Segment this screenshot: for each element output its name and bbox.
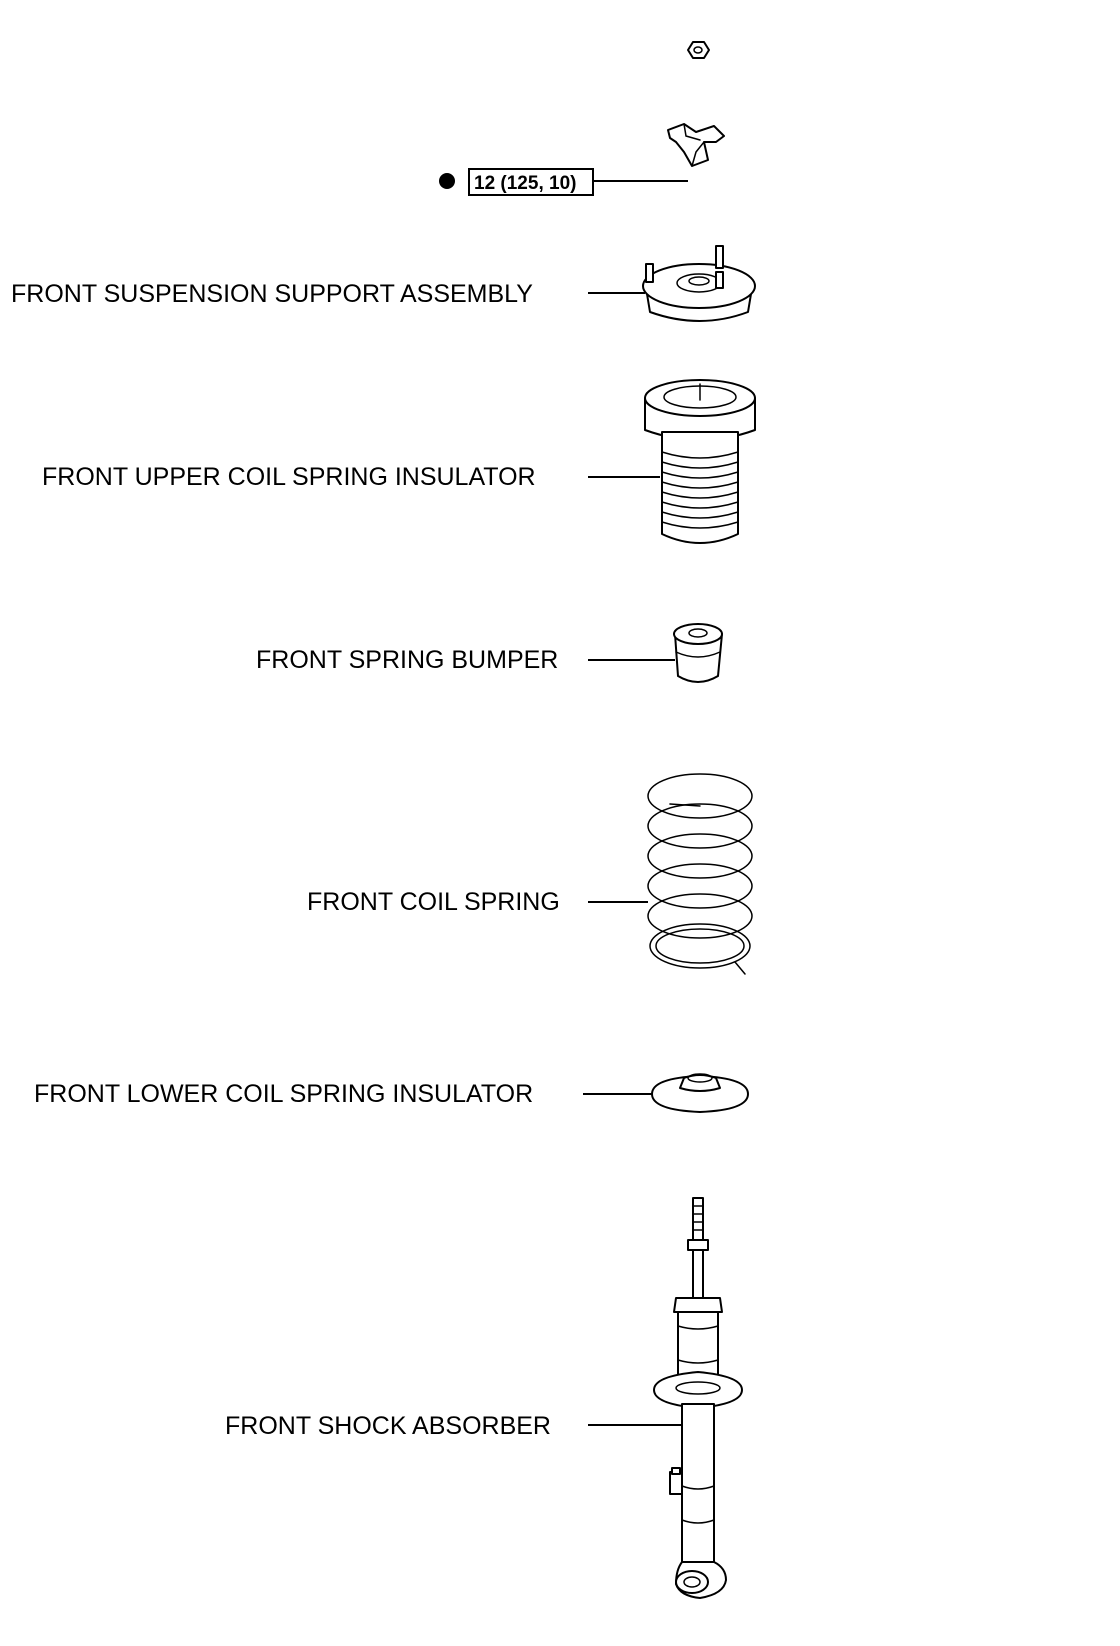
lower-insulator-label: FRONT LOWER COIL SPRING INSULATOR <box>34 1080 533 1108</box>
non-reusable-part-dot-icon <box>439 173 455 189</box>
support-assembly-label: FRONT SUSPENSION SUPPORT ASSEMBLY <box>11 280 533 308</box>
nut-icon <box>687 41 710 59</box>
upper-insulator-label: FRONT UPPER COIL SPRING INSULATOR <box>42 463 536 491</box>
torque-spec: 12 (125, 10) <box>439 168 688 196</box>
coil-spring-label: FRONT COIL SPRING <box>307 888 560 916</box>
shock-absorber-label: FRONT SHOCK ABSORBER <box>225 1412 551 1440</box>
shock-absorber-icon <box>653 1197 743 1599</box>
lower-insulator-icon <box>651 1073 749 1113</box>
retainer-icon <box>667 123 725 167</box>
spring-bumper-icon <box>673 623 723 683</box>
spring-bumper-label: FRONT SPRING BUMPER <box>256 646 558 674</box>
torque-box <box>468 168 594 196</box>
coil-spring-icon <box>647 773 753 975</box>
support-assembly-icon <box>642 245 756 322</box>
torque-value: 12 (125, 10) <box>474 173 576 194</box>
upper-insulator-icon <box>644 379 756 544</box>
